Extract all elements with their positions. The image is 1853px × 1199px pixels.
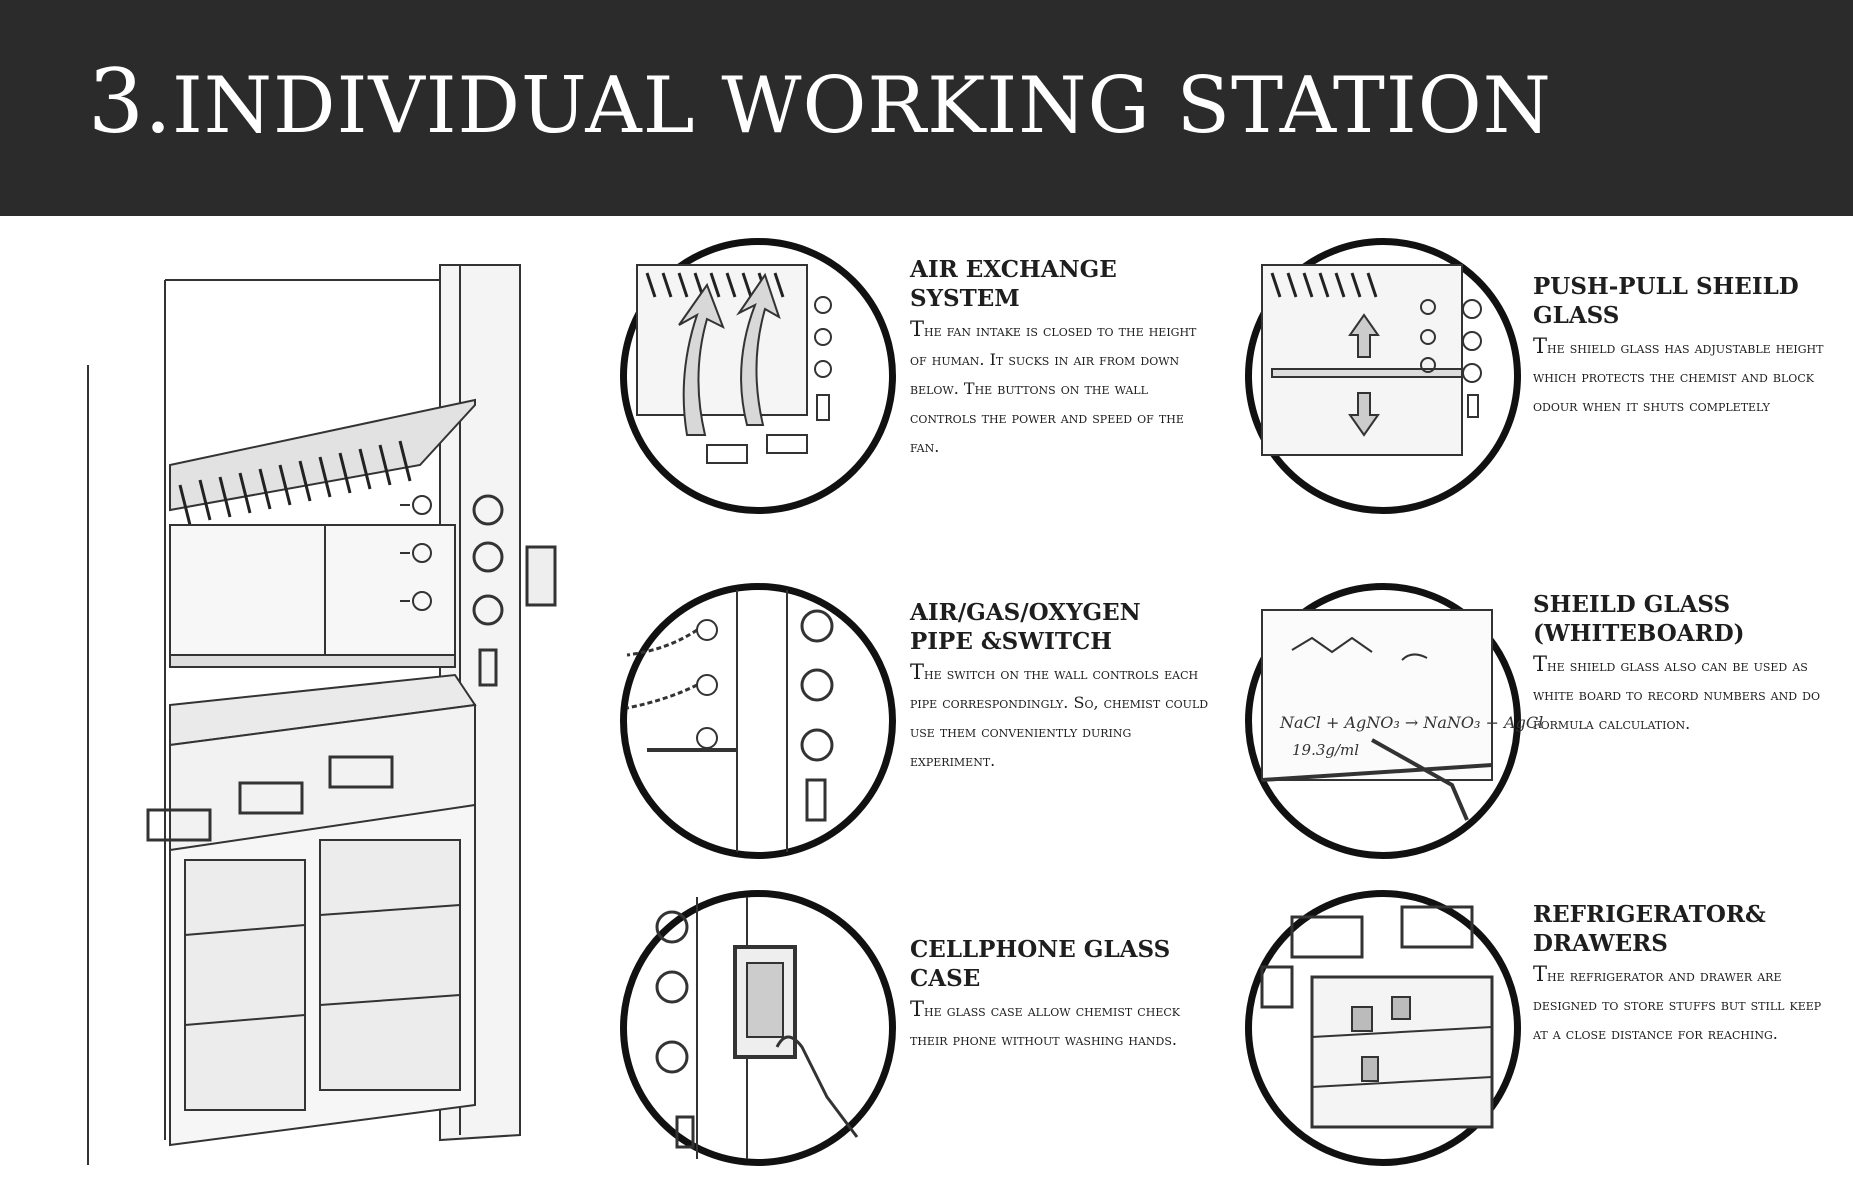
feature-refrigerator-drawers: REFRIGERATOR& DRAWERS The refrigerator a… <box>1533 900 1833 1048</box>
feature-description: The shield glass has adjustable height w… <box>1533 334 1824 415</box>
feature-title: AIR/GAS/OXYGEN PIPE &SWITCH <box>910 599 1141 655</box>
feature-title: REFRIGERATOR& DRAWERS <box>1533 901 1766 957</box>
feature-description: The glass case allow chemist check their… <box>910 997 1180 1049</box>
feature-phone-case: CELLPHONE GLASS CASE The glass case allo… <box>910 935 1210 1054</box>
section-title: INDIVIDUAL WORKING STATION <box>171 61 1552 151</box>
whiteboard-formula: NaCl + AgNO₃ → NaNO₃ + AgCl <box>1279 713 1543 732</box>
feature-title: CELLPHONE GLASS CASE <box>910 936 1171 992</box>
feature-title: SHEILD GLASS (WHITEBOARD) <box>1533 591 1745 647</box>
whiteboard-density: 19.3g/ml <box>1292 741 1359 759</box>
feature-pipe-switch: AIR/GAS/OXYGEN PIPE &SWITCH The switch o… <box>910 598 1210 775</box>
feature-description: The fan intake is closed to the height o… <box>910 317 1197 456</box>
feature-title: AIR EXCHANGE SYSTEM <box>910 256 1117 312</box>
whiteboard-illustration: NaCl + AgNO₃ → NaNO₃ + AgCl 19.3g/ml <box>1245 583 1543 859</box>
pipe-switch-illustration <box>620 583 896 859</box>
feature-description: The switch on the wall controls each pip… <box>910 660 1209 770</box>
fume-hood-icon <box>87 264 557 1165</box>
section-number: 3. <box>88 50 172 153</box>
feature-whiteboard-glass: SHEILD GLASS (WHITEBOARD) The shield gla… <box>1533 590 1833 738</box>
workstation-illustration <box>80 235 600 1180</box>
feature-push-pull-glass: PUSH-PULL SHEILD GLASS The shield glass … <box>1533 272 1833 420</box>
feature-description: The refrigerator and drawer are designed… <box>1533 962 1822 1043</box>
feature-title: PUSH-PULL SHEILD GLASS <box>1533 273 1799 329</box>
phone-case-illustration <box>620 890 896 1166</box>
title-banner: 3.INDIVIDUAL WORKING STATION <box>0 0 1853 216</box>
refrigerator-illustration <box>1245 890 1521 1166</box>
page-title: 3.INDIVIDUAL WORKING STATION <box>88 50 1552 153</box>
feature-air-exchange: AIR EXCHANGE SYSTEM The fan intake is cl… <box>910 255 1210 461</box>
air-exchange-illustration <box>620 238 896 514</box>
feature-description: The shield glass also can be used as whi… <box>1533 652 1820 733</box>
shield-glass-illustration <box>1245 238 1521 514</box>
